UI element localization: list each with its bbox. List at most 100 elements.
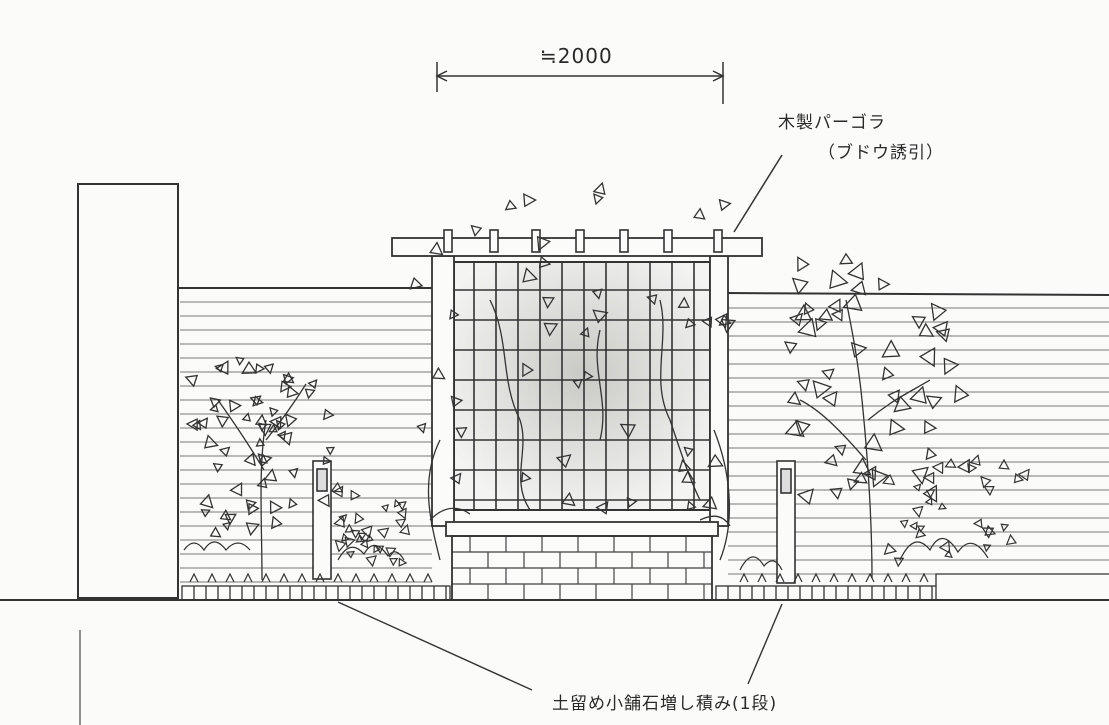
grass	[775, 572, 785, 583]
leaf	[209, 526, 222, 538]
garden-light-left	[312, 460, 332, 580]
leaf	[911, 505, 924, 519]
grass	[829, 572, 839, 583]
leaf	[853, 471, 868, 484]
fence-left	[180, 301, 432, 583]
leaf	[1017, 468, 1030, 482]
leaf	[791, 277, 809, 296]
leaf	[185, 417, 198, 432]
leaf	[935, 328, 951, 343]
leaf	[449, 308, 460, 320]
leaf	[794, 303, 813, 321]
leaf	[829, 487, 843, 501]
leaf	[982, 544, 992, 553]
leaf	[344, 523, 355, 533]
leaf	[821, 368, 835, 381]
leaf	[592, 181, 606, 196]
leaf	[538, 255, 552, 269]
grass	[369, 572, 379, 583]
leaf	[980, 475, 992, 489]
curb-paving	[181, 573, 1109, 601]
leaf	[887, 389, 900, 405]
leaf	[912, 483, 922, 492]
leaf	[714, 312, 728, 329]
leaf	[398, 523, 411, 536]
leaf	[701, 495, 718, 510]
leaf	[212, 462, 224, 474]
leaf	[241, 412, 252, 422]
leaf	[883, 542, 898, 555]
pergola-label: 木製パーゴラ	[778, 113, 886, 133]
rafter	[531, 229, 541, 253]
leaf	[842, 293, 863, 312]
leaf	[863, 432, 883, 452]
grass	[351, 572, 361, 583]
leaf	[350, 529, 361, 540]
leaf	[821, 390, 838, 408]
grass	[847, 572, 857, 583]
leaf	[718, 198, 732, 212]
leaf	[918, 347, 936, 368]
leaf	[196, 417, 209, 430]
leaf	[248, 502, 260, 516]
leaf	[911, 466, 929, 486]
pergola-sublabel: （ブドウ誘引）	[818, 143, 944, 163]
grass	[811, 572, 821, 583]
leaf	[969, 454, 981, 466]
leaf	[522, 267, 539, 283]
leaf	[814, 317, 828, 332]
leaf	[394, 518, 407, 529]
leaf	[572, 378, 583, 390]
leaf	[797, 256, 810, 273]
leaf	[838, 252, 854, 265]
leaf	[224, 513, 237, 526]
curb-step	[935, 573, 1109, 586]
leaf	[334, 539, 347, 553]
leaf	[209, 397, 222, 409]
leaf	[229, 481, 243, 497]
leaf	[561, 491, 576, 507]
leaf	[956, 458, 970, 474]
leaf	[915, 528, 927, 539]
leaf	[626, 497, 638, 508]
leaf	[678, 459, 692, 473]
grass	[387, 572, 397, 583]
leaf	[304, 388, 316, 400]
grass	[865, 572, 875, 583]
leaf	[269, 500, 284, 515]
pergola-post-right	[709, 255, 729, 527]
grass	[405, 572, 415, 583]
leaf	[396, 507, 407, 520]
leaf	[222, 521, 231, 532]
leaf	[931, 461, 944, 475]
grass	[757, 572, 767, 583]
leaf	[359, 538, 369, 549]
leaf	[393, 498, 402, 508]
leaf	[893, 557, 905, 568]
leaf	[373, 544, 381, 554]
leaf	[786, 390, 802, 406]
leaf	[922, 484, 938, 503]
leaf	[333, 515, 345, 528]
leaf	[923, 419, 938, 435]
leaf	[1005, 533, 1018, 546]
garden-light-right	[776, 460, 796, 584]
leaf	[344, 536, 356, 549]
leaf	[803, 301, 815, 316]
leaf	[385, 547, 397, 558]
leaf	[365, 555, 377, 568]
rafter	[575, 229, 585, 253]
leaf	[595, 500, 609, 515]
leaf	[241, 360, 258, 375]
leaf	[522, 362, 535, 378]
leaf	[881, 339, 901, 358]
leaf	[938, 540, 951, 554]
trunk	[217, 383, 307, 581]
leaf	[288, 497, 298, 509]
leaf	[228, 399, 243, 413]
leaf	[681, 469, 696, 484]
paving-leader-right	[747, 603, 783, 685]
leaf	[245, 522, 260, 537]
rafter	[489, 229, 499, 253]
leaf	[850, 341, 868, 359]
